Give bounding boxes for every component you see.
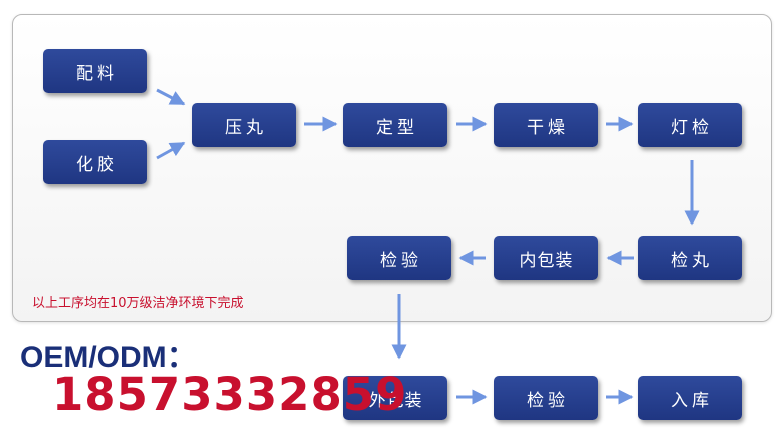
step-ruku: 入库 [638,376,742,420]
step-ganzao: 干燥 [494,103,598,147]
clean-environment-note: 以上工序均在10万级洁净环境下完成 [32,296,244,311]
step-dingxing: 定型 [343,103,447,147]
arrow-hualiao-to-yawan [156,141,186,160]
step-neibaozhuang: 内包装 [494,236,598,280]
step-waibaozhuang: 外包装 [343,376,447,420]
step-dengjian: 灯检 [638,103,742,147]
step-jianyan-2: 检验 [494,376,598,420]
arrow-peiliao-to-yawan [156,88,186,106]
step-hualiao: 化胶 [43,140,147,184]
step-peiliao: 配料 [43,49,147,93]
step-jianyan-1: 检验 [347,236,451,280]
step-yawan: 压丸 [192,103,296,147]
contact-phone: 18573332859 [52,368,408,421]
step-jianwan: 检丸 [638,236,742,280]
oem-odm-label: OEM/ODM： [20,341,197,374]
